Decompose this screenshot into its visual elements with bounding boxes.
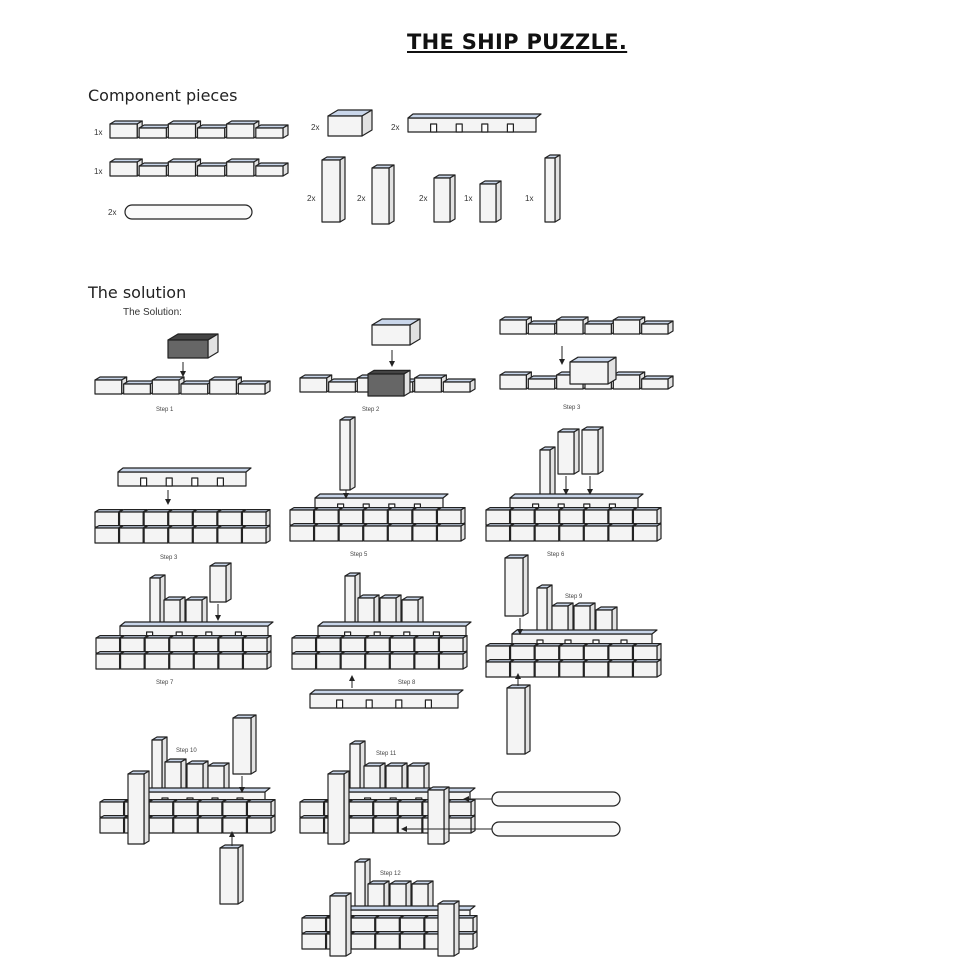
step6-post-b — [582, 427, 603, 474]
component-long-beam-b — [110, 159, 288, 176]
step12-side-bent-left — [330, 893, 351, 956]
step10-bent-bottom — [220, 845, 243, 904]
step1-beam — [95, 377, 270, 394]
step11-rod-top — [492, 792, 620, 806]
component-comb — [408, 114, 541, 132]
step11-rod-bottom — [492, 822, 620, 836]
step3-block — [570, 357, 616, 384]
component-rod — [125, 205, 252, 219]
step11-side-bent-left — [328, 771, 349, 844]
step5-hull — [290, 508, 465, 541]
step7-post-c — [210, 563, 231, 602]
step9-bent-bottom — [507, 685, 530, 754]
step2-piece — [372, 319, 420, 345]
step4-hull — [95, 510, 270, 543]
step4-comb — [118, 468, 251, 486]
step10-side-bent — [128, 771, 149, 844]
step10-hull — [100, 800, 275, 833]
component-short-post — [480, 181, 501, 222]
component-long-beam-a — [110, 121, 288, 138]
component-mid-post — [434, 175, 455, 222]
step9-hull — [486, 644, 661, 677]
step3-beam-top — [500, 317, 673, 334]
step6-post-a — [558, 429, 579, 474]
component-mast — [545, 155, 560, 222]
step9-bent-top — [505, 555, 528, 616]
step8-hull — [292, 636, 467, 669]
step8-comb-bottom — [310, 690, 463, 708]
component-tall-post — [372, 165, 394, 224]
step12-side-bent-right — [438, 901, 459, 956]
step6-mast — [540, 447, 555, 500]
step7-hull — [96, 636, 271, 669]
step2-dark — [368, 370, 410, 396]
component-tall-bent — [322, 157, 345, 222]
component-short-block — [328, 110, 372, 136]
step5-mast — [340, 417, 355, 490]
step11-side-bent-right — [428, 787, 449, 844]
step10-bent-top — [233, 715, 256, 774]
step6-hull — [486, 508, 661, 541]
step1-piece — [168, 334, 218, 358]
